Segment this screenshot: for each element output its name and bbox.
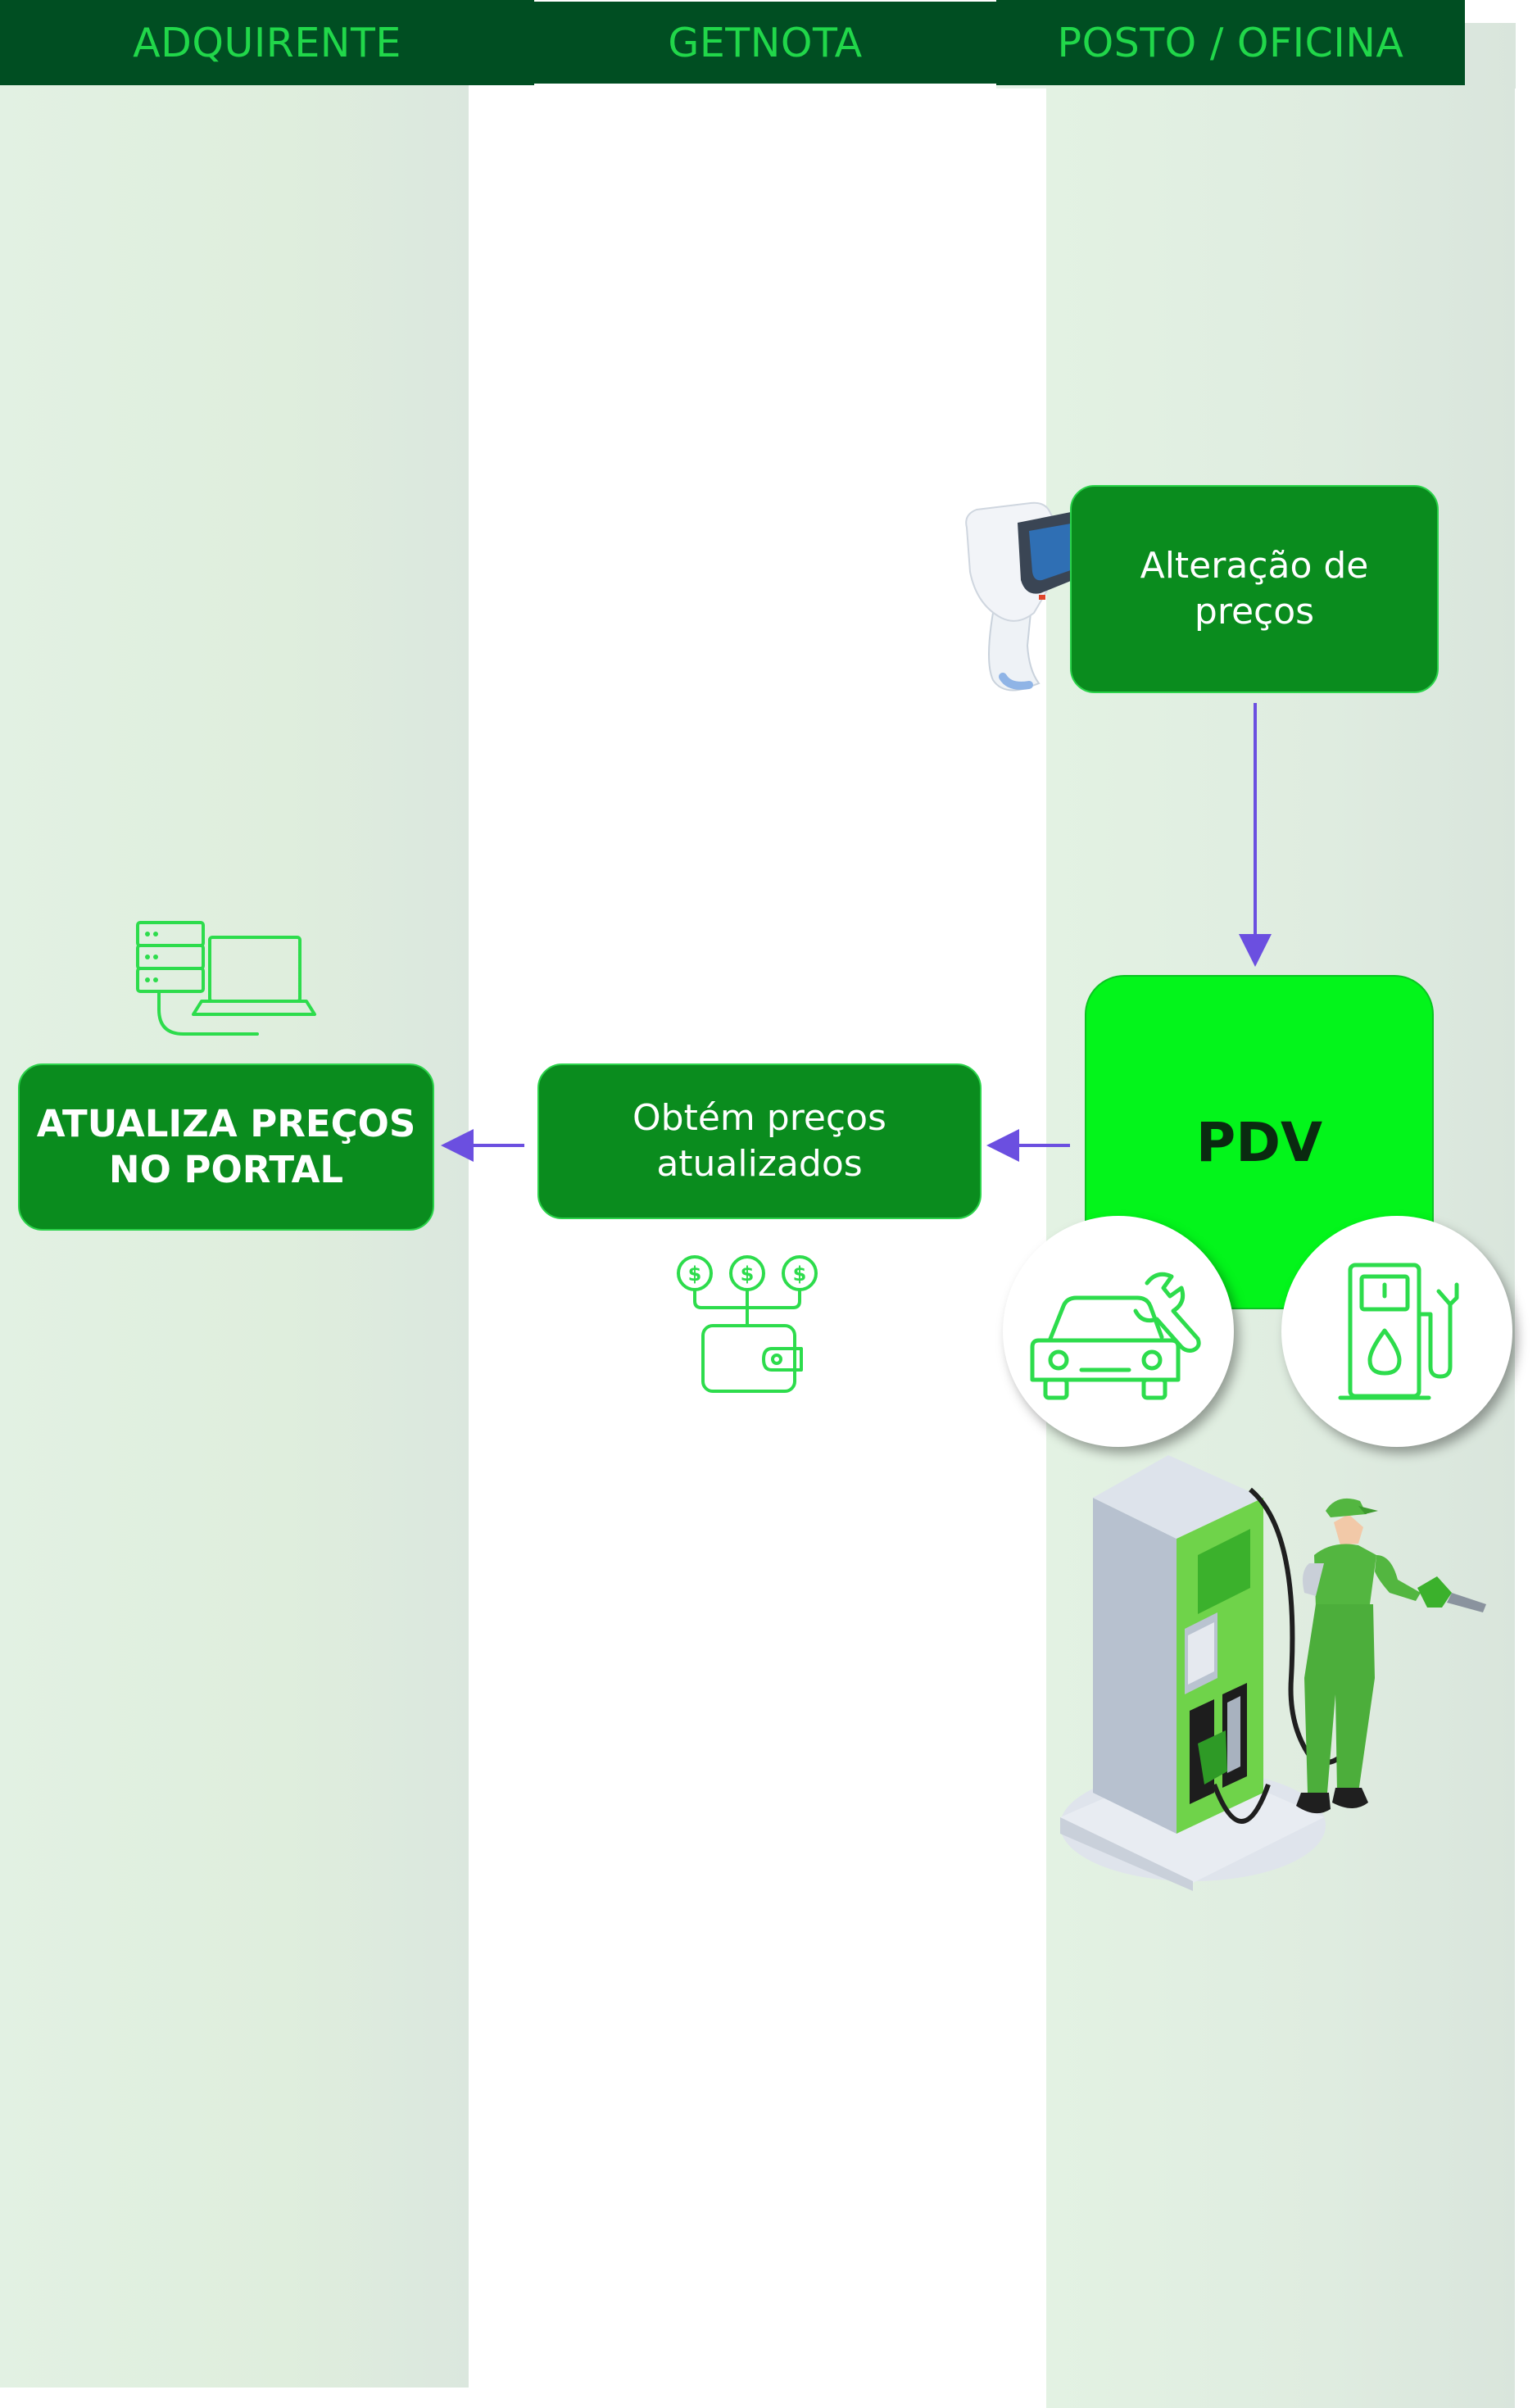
lane-getnota [469,85,1046,2408]
box-atualiza-label: ATUALIZA PREÇOS NO PORTAL [36,1102,416,1191]
box-atualiza-portal: ATUALIZA PREÇOS NO PORTAL [18,1063,434,1231]
svg-text:$: $ [793,1263,807,1286]
svg-text:$: $ [688,1263,702,1286]
header-posto-oficina: POSTO / OFICINA [996,0,1465,85]
car-repair-badge [1003,1216,1234,1447]
box-obtem-precos: Obtém preços atualizados [537,1063,982,1219]
header-getnota-label: GETNOTA [668,19,863,66]
wallet-money-icon: $ $ $ [677,1255,818,1393]
box-pdv-label: PDV [1195,1110,1323,1174]
header-adquirente: ADQUIRENTE [0,0,534,85]
header-posto-label: POSTO / OFICINA [1057,19,1404,66]
fuel-dispenser-icon [1338,1263,1459,1400]
box-alteracao-label: Alteração de preços [1140,545,1369,633]
lane-adquirente [0,85,469,2388]
server-laptop-icon [136,921,316,1036]
box-obtem-label: Obtém preços atualizados [632,1097,886,1185]
box-alteracao-precos: Alteração de preços [1070,485,1439,693]
svg-text:$: $ [741,1263,755,1286]
header-adquirente-label: ADQUIRENTE [133,19,401,66]
gas-station-attendant-illustration [1060,1455,1486,1891]
car-wrench-icon [1030,1272,1201,1400]
fuel-dispenser-badge [1281,1216,1512,1447]
header-getnota: GETNOTA [534,2,996,84]
